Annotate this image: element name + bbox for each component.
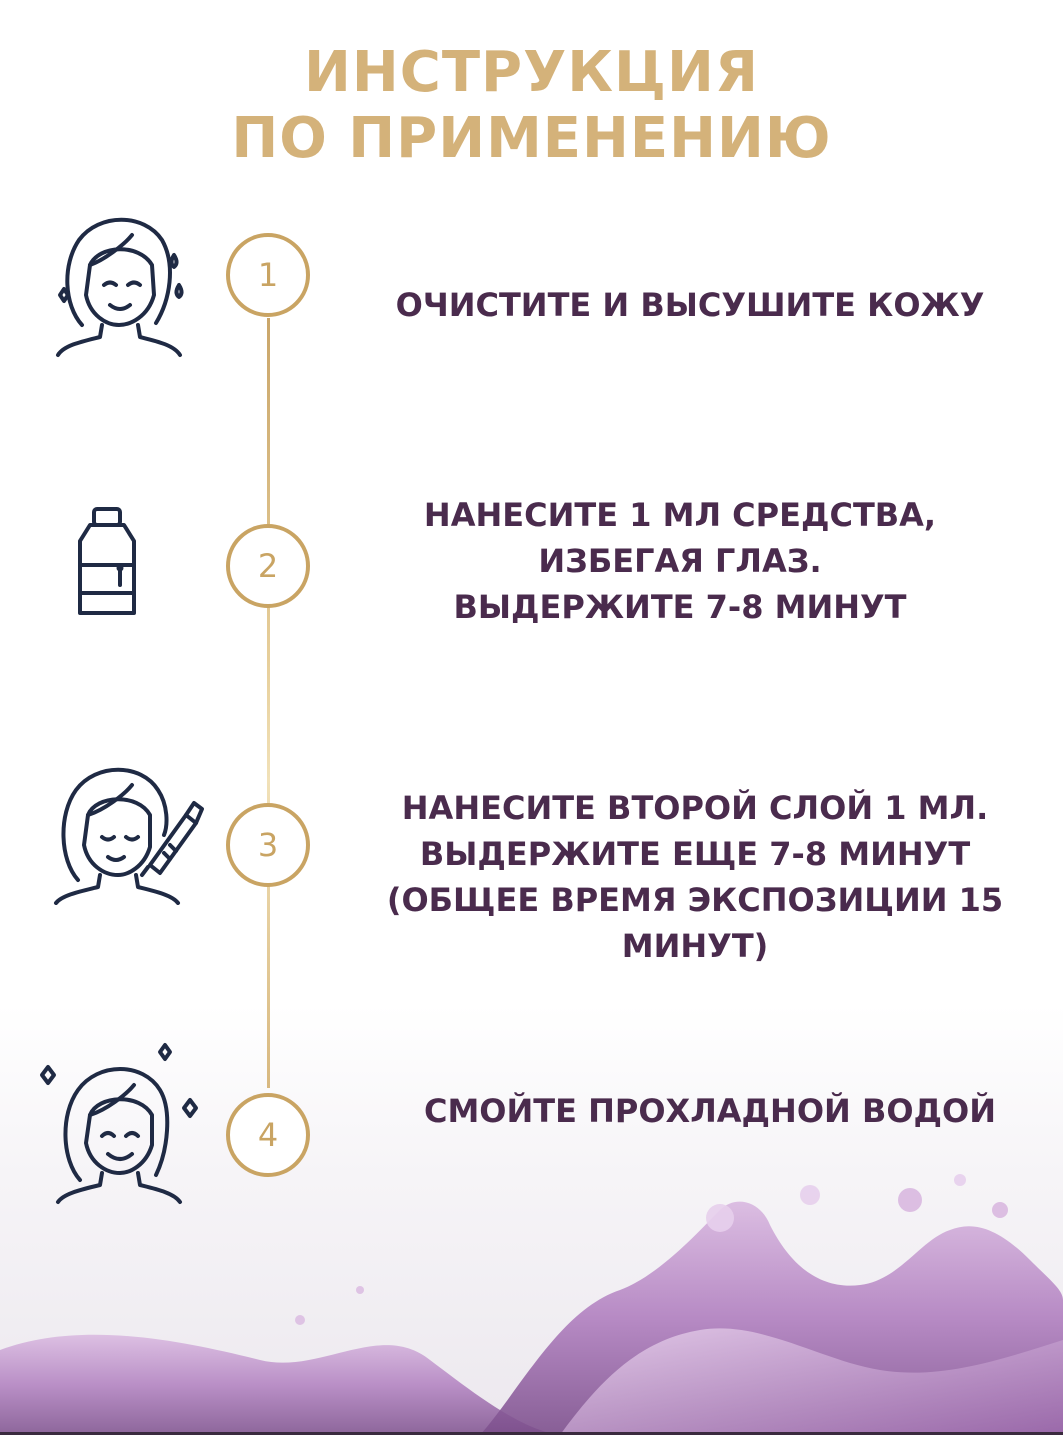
step-3-line-4: МИНУТ) bbox=[621, 927, 769, 965]
bottle-icon bbox=[78, 507, 136, 615]
title-line-2: ПО ПРИМЕНЕНИЮ bbox=[231, 106, 832, 171]
step-1-line-1: ОЧИСТИТЕ И ВЫСУШИТЕ КОЖУ bbox=[395, 286, 985, 324]
face-dropper-icon bbox=[54, 767, 204, 905]
step-3-line-1: НАНЕСИТЕ ВТОРОЙ СЛОЙ 1 МЛ. bbox=[401, 789, 989, 827]
face-sparkle-icon bbox=[40, 1043, 198, 1204]
step-3-line-3: (ОБЩЕЕ ВРЕМЯ ЭКСПОЗИЦИИ 15 bbox=[386, 881, 1004, 919]
title-line-1: ИНСТРУКЦИЯ bbox=[304, 40, 759, 105]
page-title: ИНСТРУКЦИЯ ПО ПРИМЕНЕНИЮ bbox=[0, 40, 1063, 172]
step-number: 2 bbox=[257, 547, 279, 585]
step-3-line-2: ВЫДЕРЖИТЕ ЕЩЕ 7-8 МИНУТ bbox=[419, 835, 971, 873]
step-number-circle: 3 bbox=[226, 803, 310, 887]
step-number: 3 bbox=[257, 826, 279, 864]
step-1-text: ОЧИСТИТЕ И ВЫСУШИТЕ КОЖУ bbox=[380, 282, 1000, 328]
step-number: 4 bbox=[257, 1116, 279, 1154]
step-2-line-1: НАНЕСИТЕ 1 МЛ СРЕДСТВА, bbox=[423, 496, 937, 534]
step-number: 1 bbox=[257, 256, 279, 294]
liquid-splash-image bbox=[0, 1174, 1063, 1435]
timeline-line bbox=[267, 318, 270, 1088]
step-number-circle: 2 bbox=[226, 524, 310, 608]
step-4-line-1: СМОЙТЕ ПРОХЛАДНОЙ ВОДОЙ bbox=[423, 1092, 997, 1130]
step-2-line-3: ВЫДЕРЖИТЕ 7-8 МИНУТ bbox=[453, 588, 907, 626]
step-number-circle: 4 bbox=[226, 1093, 310, 1177]
step-2-line-2: ИЗБЕГАЯ ГЛАЗ. bbox=[538, 542, 822, 580]
step-4-text: СМОЙТЕ ПРОХЛАДНОЙ ВОДОЙ bbox=[380, 1088, 1040, 1134]
face-water-drops-icon bbox=[56, 217, 184, 357]
step-number-circle: 1 bbox=[226, 233, 310, 317]
step-2-text: НАНЕСИТЕ 1 МЛ СРЕДСТВА, ИЗБЕГАЯ ГЛАЗ. ВЫ… bbox=[360, 492, 1000, 630]
step-3-text: НАНЕСИТЕ ВТОРОЙ СЛОЙ 1 МЛ. ВЫДЕРЖИТЕ ЕЩЕ… bbox=[350, 785, 1040, 969]
